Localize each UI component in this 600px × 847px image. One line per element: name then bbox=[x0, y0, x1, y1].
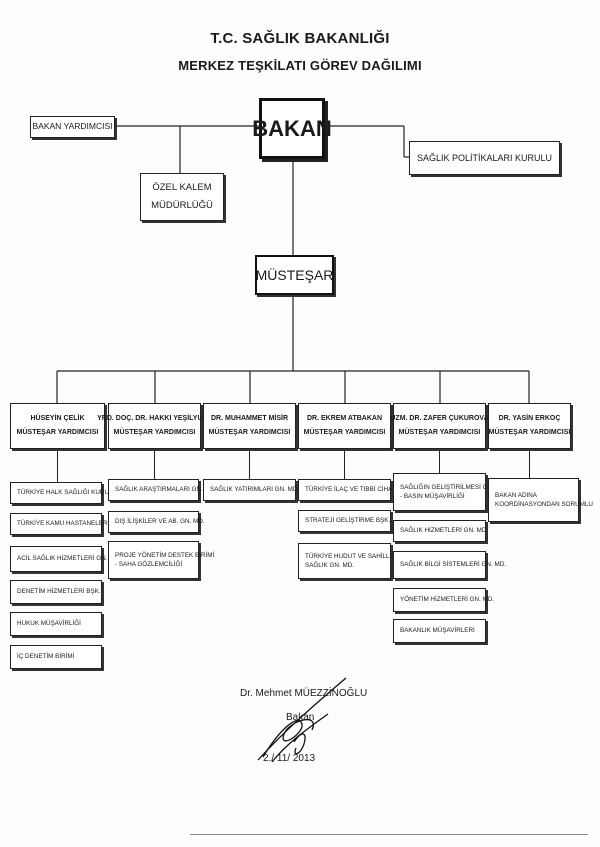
unit-label: YÖNETİM HİZMETLERİ GN. MD. bbox=[400, 596, 495, 604]
deputy-box-2: YRD. DOÇ. DR. HAKKI YEŞİLYURT MÜSTEŞAR YA… bbox=[97, 403, 212, 449]
unit-box: DIŞ İLİŞKİLER VE AB. GN. MD. bbox=[108, 511, 205, 533]
unit-label: SAĞLIK BİLGİ SİSTEMLERİ GN. MD. bbox=[400, 561, 507, 569]
unit-box: TÜRKİYE İLAÇ VE TIBBİ CİHAZ KUR. bbox=[298, 479, 413, 501]
signatory-name: Dr. Mehmet MÜEZZİNOĞLU bbox=[240, 688, 368, 699]
ozel-kalem-label-1: ÖZEL KALEM bbox=[152, 181, 212, 193]
unit-label: KOORDİNASYONDAN SORUMLU bbox=[495, 501, 593, 508]
unit-box: TÜRKİYE HALK SAĞLIĞI KURUMU bbox=[10, 482, 119, 504]
mustesar-box: MÜSTEŞAR bbox=[255, 255, 334, 295]
unit-box: PROJE YÖNETİM DESTEK BİRİMİ - SAHA GÖZLEM… bbox=[108, 541, 214, 579]
unit-label: SAĞLIK YATIRIMLARI GN. MD. bbox=[210, 486, 300, 494]
unit-label: İÇ DENETİM BİRİMİ bbox=[17, 653, 75, 661]
signatory-role: Bakan bbox=[286, 712, 315, 723]
deputy-box-3: DR. MUHAMMET MİSİR MÜSTEŞAR YARDIMCISI bbox=[203, 403, 296, 449]
deputy-role: MÜSTEŞAR YARDIMCISI bbox=[488, 429, 571, 436]
unit-box: BAKANLIK MÜŞAVİRLERİ bbox=[393, 619, 486, 643]
unit-label: TÜRKİYE İLAÇ VE TIBBİ CİHAZ KUR. bbox=[305, 486, 414, 494]
ozel-kalem-label-2: MÜDÜRLÜĞÜ bbox=[151, 200, 213, 211]
saglik-politikalari-box: SAĞLIK POLİTİKALARI KURULU bbox=[409, 141, 560, 175]
deputy-role: MÜSTEŞAR YARDIMCISI bbox=[208, 429, 291, 436]
unit-box: BAKAN ADINA KOORDİNASYONDAN SORUMLU bbox=[488, 478, 593, 522]
deputy-box-1: HÜSEYİN ÇELİK MÜSTEŞAR YARDIMCISI bbox=[10, 403, 105, 449]
unit-label: ACİL SAĞLIK HİZMETLERİ GN. MD. bbox=[17, 555, 121, 563]
unit-box: SAĞLIK HİZMETLERİ GN. MD. bbox=[393, 520, 489, 542]
unit-label: TÜRKİYE HUDUT VE SAHİLLER bbox=[305, 552, 399, 560]
bakan-label: BAKAN bbox=[252, 115, 332, 141]
unit-box: DENETİM HİZMETLERİ BŞK. bbox=[10, 580, 102, 604]
unit-label: TÜRKİYE HALK SAĞLIĞI KURUMU bbox=[17, 489, 119, 497]
unit-box: İÇ DENETİM BİRİMİ bbox=[10, 645, 102, 669]
unit-box: SAĞLIK ARAŞTIRMALARI GN. MD. bbox=[108, 479, 216, 501]
bakan-box: BAKAN bbox=[252, 98, 332, 159]
bottom-rule bbox=[190, 834, 588, 835]
signature-date: 2./ 11/ 2013 bbox=[263, 753, 316, 764]
bakan-yardimcisi-box: BAKAN YARDIMCISI bbox=[30, 116, 115, 138]
deputy-box-5: UZM. DR. ZAFER ÇUKUROVA MÜSTEŞAR YARDIMCI… bbox=[390, 403, 489, 449]
bakan-yardimcisi-label: BAKAN YARDIMCISI bbox=[32, 121, 113, 132]
saglik-politikalari-label: SAĞLIK POLİTİKALARI KURULU bbox=[416, 152, 553, 163]
mustesar-label: MÜSTEŞAR bbox=[255, 266, 334, 283]
deputy-name: YRD. DOÇ. DR. HAKKI YEŞİLYURT bbox=[97, 415, 212, 422]
unit-label: STRATEJİ GELİŞTİRME BŞK. bbox=[305, 517, 391, 525]
deputy-role: MÜSTEŞAR YARDIMCISI bbox=[113, 429, 196, 436]
unit-box: SAĞLIĞIN GELİŞTİRİLMESİ GN.MD. - BASIN MÜ… bbox=[393, 473, 505, 511]
unit-label: TÜRKİYE KAMU HASTANELERİ K. bbox=[17, 520, 117, 528]
unit-label: - SAHA GÖZLEMCİLİĞİ bbox=[115, 561, 183, 568]
document-subtitle: MERKEZ TEŞKİLATI GÖREV DAĞILIMI bbox=[178, 58, 422, 73]
unit-box: SAĞLIK YATIRIMLARI GN. MD. bbox=[203, 479, 300, 501]
unit-box: HUKUK MÜŞAVİRLİĞİ bbox=[10, 612, 102, 636]
signature-scribble bbox=[257, 677, 347, 763]
deputy-role: MÜSTEŞAR YARDIMCISI bbox=[398, 429, 481, 436]
deputy-box-4: DR. EKREM ATBAKAN MÜSTEŞAR YARDIMCISI bbox=[298, 403, 391, 449]
unit-label: BAKANLIK MÜŞAVİRLERİ bbox=[400, 627, 475, 635]
ozel-kalem-box: ÖZEL KALEM MÜDÜRLÜĞÜ bbox=[140, 173, 224, 221]
unit-label: PROJE YÖNETİM DESTEK BİRİMİ bbox=[115, 551, 215, 559]
deputy-role: MÜSTEŞAR YARDIMCISI bbox=[303, 429, 386, 436]
unit-box: YÖNETİM HİZMETLERİ GN. MD. bbox=[393, 588, 494, 612]
unit-label: DENETİM HİZMETLERİ BŞK. bbox=[17, 588, 101, 596]
unit-label: SAĞLIK HİZMETLERİ GN. MD. bbox=[400, 527, 489, 535]
deputy-name: DR. EKREM ATBAKAN bbox=[306, 415, 383, 422]
deputy-name: HÜSEYİN ÇELİK bbox=[30, 415, 85, 422]
unit-box: SAĞLIK BİLGİ SİSTEMLERİ GN. MD. bbox=[393, 551, 506, 579]
deputy-name: UZM. DR. ZAFER ÇUKUROVA bbox=[390, 415, 489, 422]
deputy-role: MÜSTEŞAR YARDIMCISI bbox=[16, 429, 99, 436]
unit-label: SAĞLIK ARAŞTIRMALARI GN. MD. bbox=[115, 486, 217, 494]
unit-label: - BASIN MÜŞAVİRLİĞİ bbox=[400, 493, 465, 500]
unit-label: DIŞ İLİŞKİLER VE AB. GN. MD. bbox=[115, 518, 205, 526]
unit-label: BAKAN ADINA bbox=[495, 491, 537, 499]
unit-box: TÜRKİYE HUDUT VE SAHİLLER SAĞLIK GN. MD. bbox=[298, 543, 398, 579]
deputy-name: DR. MUHAMMET MİSİR bbox=[211, 415, 288, 422]
unit-label: SAĞLIK GN. MD. bbox=[305, 562, 354, 569]
unit-box: ACİL SAĞLIK HİZMETLERİ GN. MD. bbox=[10, 546, 121, 572]
unit-label: HUKUK MÜŞAVİRLİĞİ bbox=[17, 620, 81, 628]
deputy-box-6: DR. YASİN ERKOÇ MÜSTEŞAR YARDIMCISI bbox=[488, 403, 571, 449]
document-title: T.C. SAĞLIK BAKANLIĞI bbox=[210, 30, 390, 47]
deputy-name: DR. YASİN ERKOÇ bbox=[498, 415, 561, 422]
unit-box: TÜRKİYE KAMU HASTANELERİ K. bbox=[10, 513, 117, 535]
unit-box: STRATEJİ GELİŞTİRME BŞK. bbox=[298, 510, 391, 532]
unit-label: SAĞLIĞIN GELİŞTİRİLMESİ GN.MD. bbox=[400, 483, 506, 491]
